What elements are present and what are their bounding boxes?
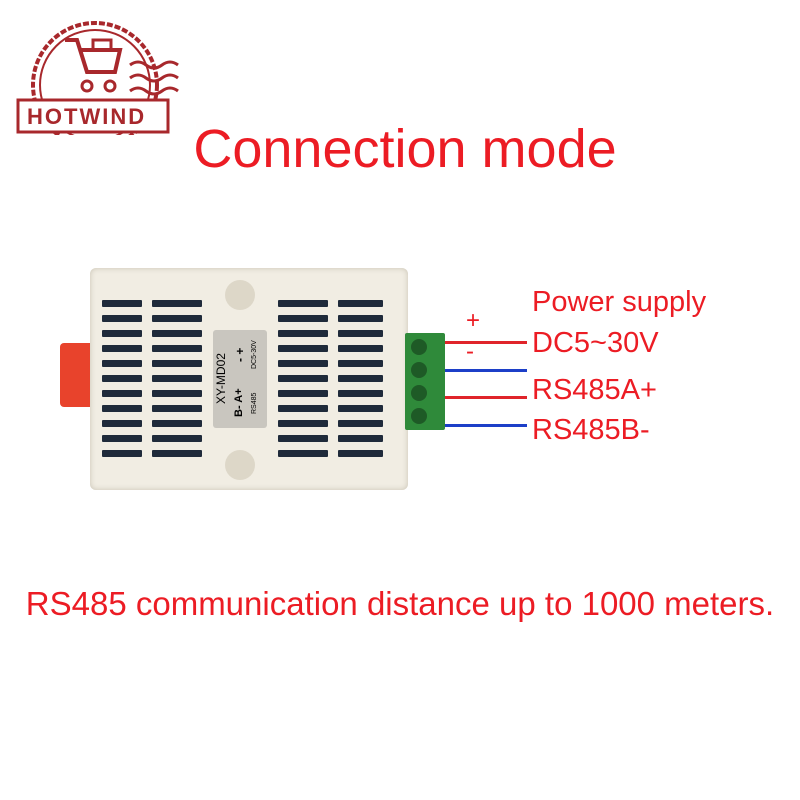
wire-power-plus [445,341,527,344]
device-pins-power-sub: DC5-30V [251,340,258,370]
page-title: Connection mode [193,119,617,179]
device-pins-rs485: B- A+ [234,388,245,418]
label-power-supply: Power supply [532,286,707,318]
mount-hole-top [225,280,255,310]
wire-rs485a [445,396,527,399]
label-plus: + [466,307,481,334]
logo-text: HOTWIND [27,104,147,129]
wire-power-minus [445,369,527,372]
footer-note: RS485 communication distance up to 1000 … [25,585,775,622]
wire-rs485b [445,424,527,427]
label-rs485a: RS485A+ [532,374,657,406]
label-dc-voltage: DC5~30V [532,327,659,359]
device-pins-power: - + [234,347,247,363]
hotwind-logo: HOTWIND [15,10,190,149]
label-minus: - [466,338,474,365]
device-pins-rs485-sub: RS485 [251,392,258,414]
mount-hole-bottom [225,450,255,480]
device-label: XY-MD02 - + DC5-30V B- A+ RS485 [213,330,267,428]
label-rs485b: RS485B- [532,414,650,446]
device-model: XY-MD02 [215,353,228,405]
terminal-block [405,333,445,430]
